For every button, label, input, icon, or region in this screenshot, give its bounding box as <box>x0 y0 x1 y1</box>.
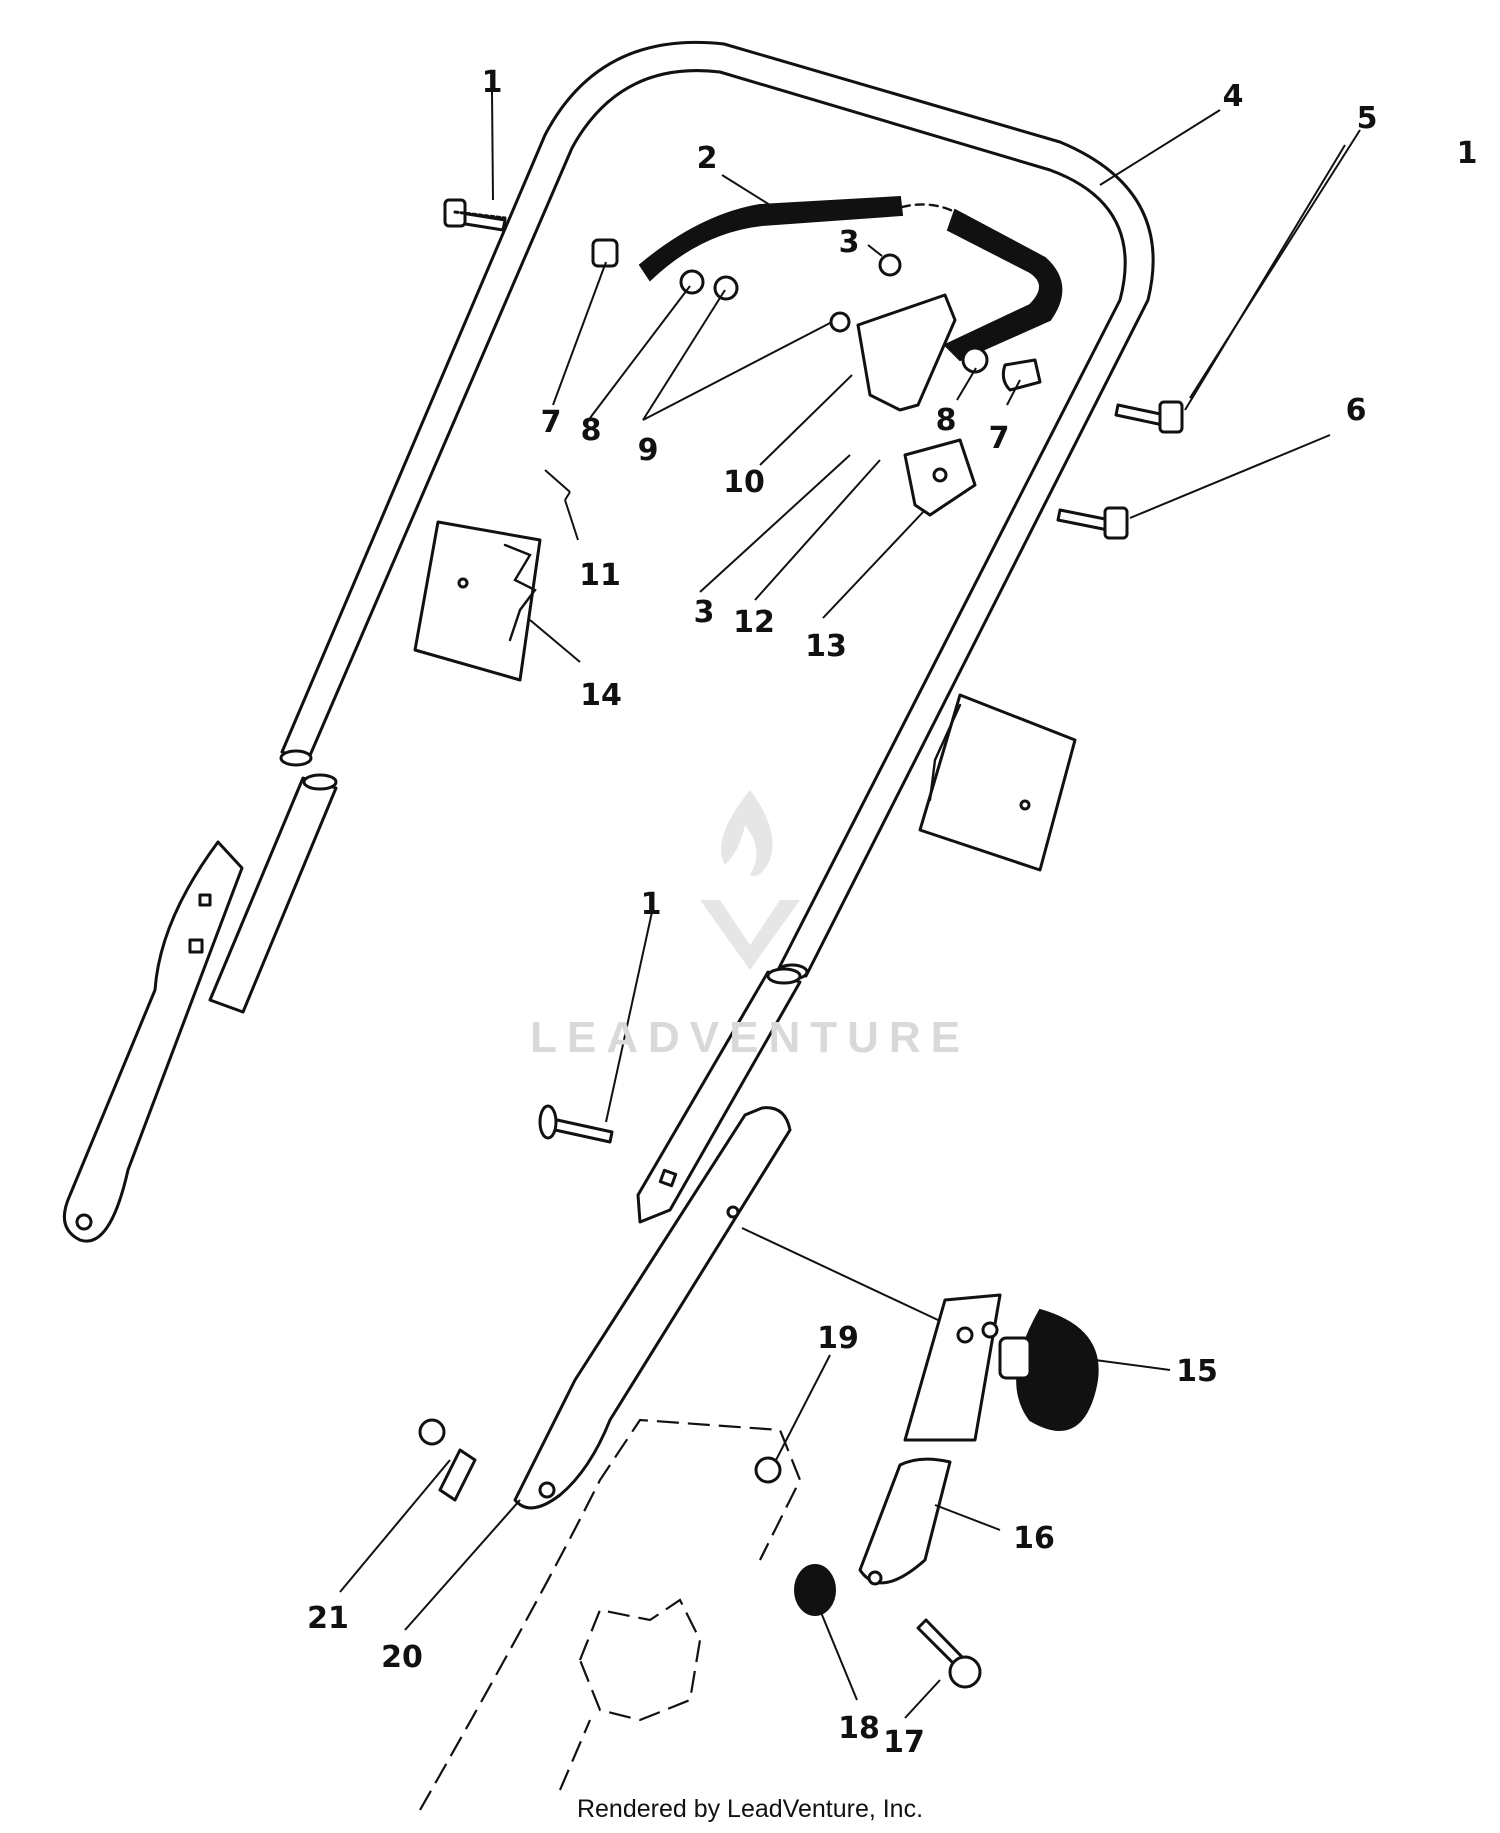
callout-21: 21 <box>307 1601 349 1636</box>
callout-16: 16 <box>1013 1521 1055 1556</box>
leadventure-watermark-logo <box>700 790 800 970</box>
callout-20: 20 <box>381 1640 423 1675</box>
callout-1-top-left: 1 <box>482 65 503 100</box>
adjust-knob <box>998 1308 1099 1431</box>
callout-3-top: 3 <box>839 225 860 260</box>
left-handle-bracket <box>62 840 244 1243</box>
mower-deck-outline <box>419 1418 802 1811</box>
callout-13: 13 <box>805 629 847 664</box>
right-notch-plate <box>918 693 1077 872</box>
hardware <box>418 198 1184 1689</box>
callout-8-right: 8 <box>936 403 957 438</box>
callout-15: 15 <box>1176 1354 1218 1389</box>
callout-1-top-right: 1 <box>1457 136 1478 171</box>
left-notch-plate <box>413 520 542 682</box>
leader-lines <box>339 91 1361 1719</box>
callout-5: 5 <box>1357 101 1378 136</box>
callout-6: 6 <box>1346 393 1367 428</box>
callout-2: 2 <box>697 141 718 176</box>
lower-handle-bracket <box>513 1106 792 1510</box>
callout-11: 11 <box>579 558 621 593</box>
callout-18: 18 <box>838 1711 880 1746</box>
callout-7-right: 7 <box>989 421 1010 456</box>
callouts: 1 2 3 4 5 1 6 7 8 9 8 7 10 3 12 13 11 14… <box>307 65 1477 1760</box>
callout-12: 12 <box>733 605 775 640</box>
right-lower-handle <box>636 967 802 1224</box>
callout-10: 10 <box>723 465 765 500</box>
handle-grip <box>638 195 1063 362</box>
callout-17: 17 <box>883 1725 925 1760</box>
callout-3-lower: 3 <box>694 595 715 630</box>
callout-14: 14 <box>580 678 622 713</box>
callout-9: 9 <box>638 433 659 468</box>
adjust-plate <box>858 1293 1002 1586</box>
callout-1-middle: 1 <box>641 887 662 922</box>
control-bracket <box>856 293 977 517</box>
left-lower-handle <box>208 773 338 1014</box>
callout-19: 19 <box>817 1321 859 1356</box>
footer-credit: Rendered by LeadVenture, Inc. <box>576 1795 924 1823</box>
callout-4: 4 <box>1223 79 1244 114</box>
callout-8-left: 8 <box>581 413 602 448</box>
callout-7-left: 7 <box>541 405 562 440</box>
watermark-text: LEADVENTURE <box>529 1013 971 1062</box>
